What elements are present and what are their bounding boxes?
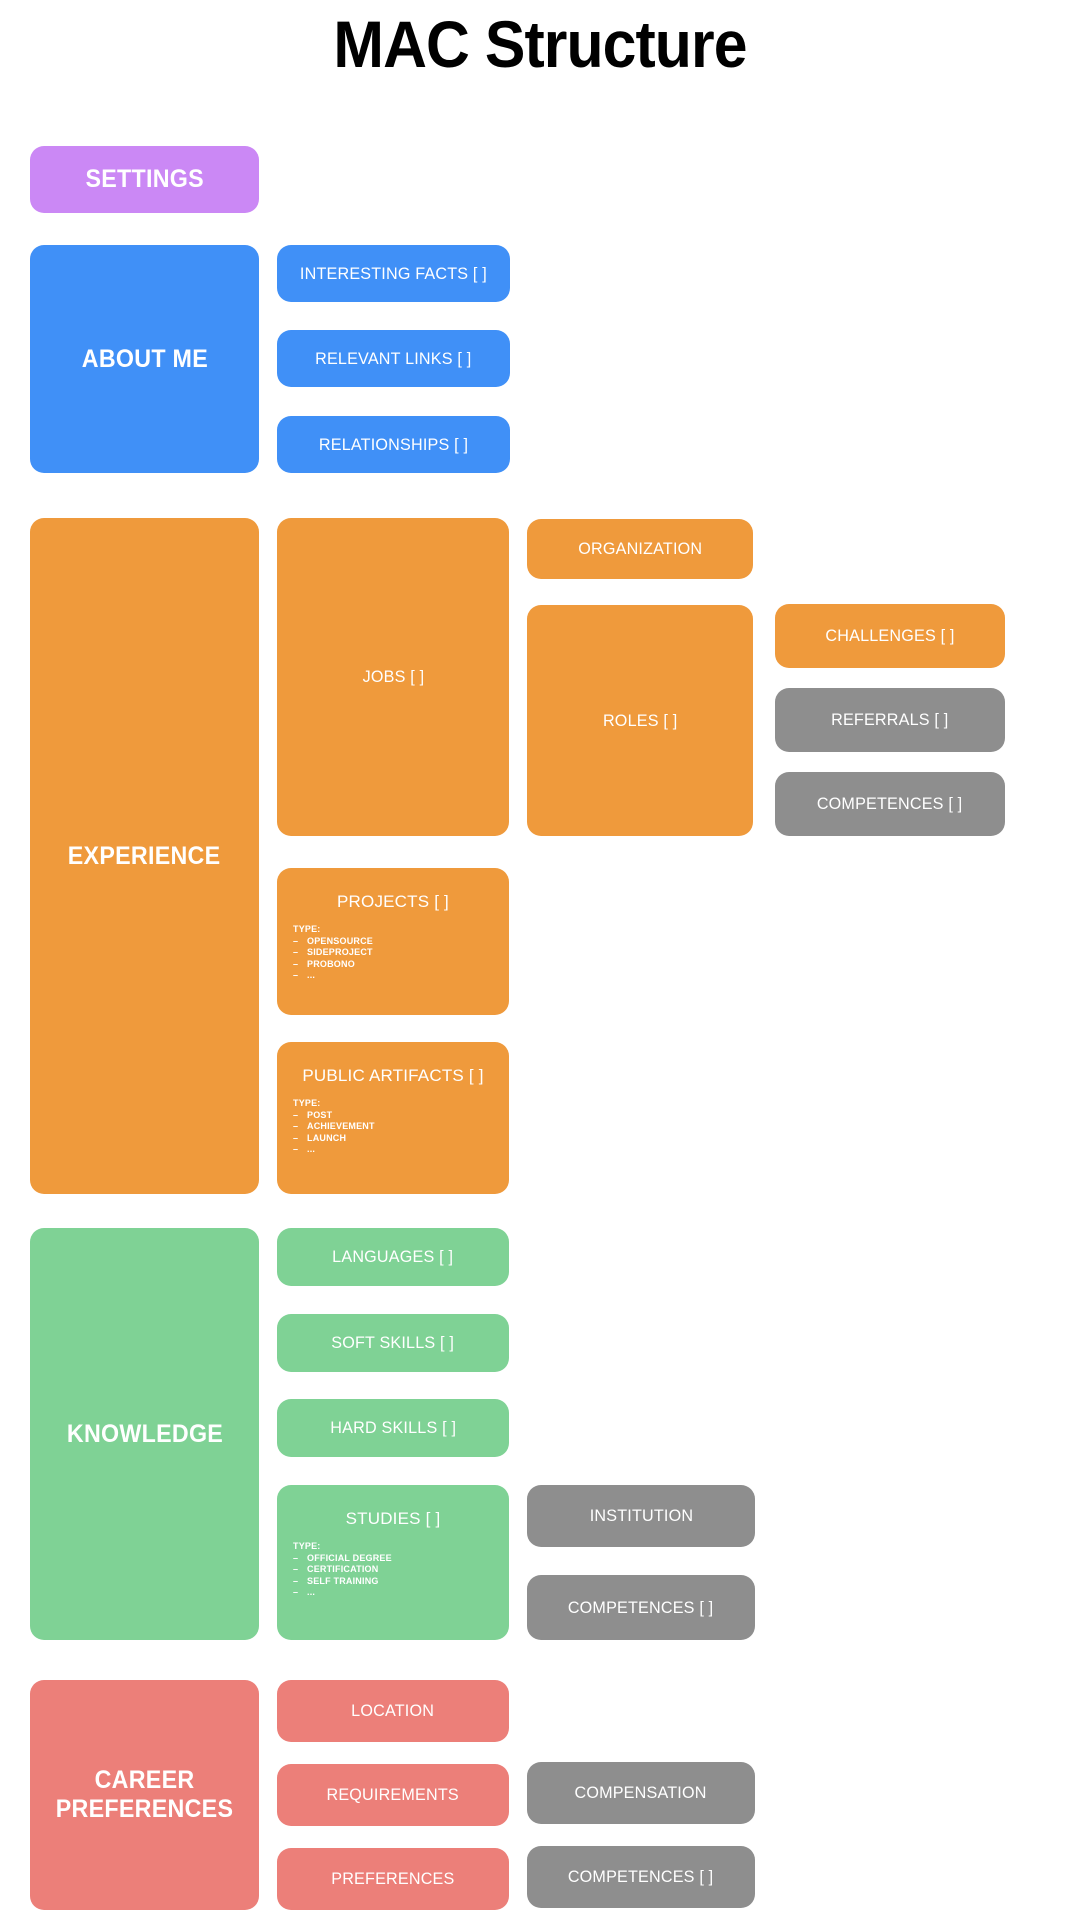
node-jobs[interactable]: JOBS [ ] (277, 518, 509, 836)
node-career-preferences[interactable]: CAREER PREFERENCES (30, 1680, 259, 1910)
node-soft-skills-label: SOFT SKILLS [ ] (331, 1333, 455, 1352)
node-interesting-facts[interactable]: INTERESTING FACTS [ ] (277, 245, 510, 302)
node-referrals[interactable]: REFERRALS [ ] (775, 688, 1005, 752)
node-studies-label: STUDIES [ ] (345, 1509, 441, 1528)
node-compensation[interactable]: COMPENSATION (527, 1762, 755, 1824)
node-competences-experience[interactable]: COMPETENCES [ ] (775, 772, 1005, 836)
type-item: –ACHIEVEMENT (293, 1121, 375, 1132)
node-organization-label: ORGANIZATION (577, 539, 703, 558)
type-item: –SIDEPROJECT (293, 947, 373, 958)
node-requirements-label: REQUIREMENTS (326, 1785, 460, 1804)
node-soft-skills[interactable]: SOFT SKILLS [ ] (277, 1314, 509, 1372)
node-relationships[interactable]: RELATIONSHIPS [ ] (277, 416, 510, 473)
node-location[interactable]: LOCATION (277, 1680, 509, 1742)
node-referrals-label: REFERRALS [ ] (831, 710, 949, 729)
page-title: MAC Structure (333, 7, 747, 81)
node-public-artifacts-label: PUBLIC ARTIFACTS [ ] (302, 1066, 484, 1085)
node-competences-knowledge-label: COMPETENCES [ ] (568, 1597, 714, 1617)
type-item: –OPENSOURCE (293, 935, 374, 946)
node-interesting-facts-label: INTERESTING FACTS [ ] (299, 263, 488, 283)
node-relationships-label: RELATIONSHIPS [ ] (318, 434, 469, 454)
type-item: –OFFICIAL DEGREE (293, 1552, 392, 1563)
node-preferences[interactable]: PREFERENCES (277, 1848, 509, 1910)
node-organization[interactable]: ORGANIZATION (527, 519, 753, 579)
node-roles[interactable]: ROLES [ ] (527, 605, 753, 836)
node-challenges[interactable]: CHALLENGES [ ] (775, 604, 1005, 668)
node-jobs-label: JOBS [ ] (362, 667, 424, 686)
node-roles-label: ROLES [ ] (602, 710, 678, 730)
type-item: –LAUNCH (293, 1132, 347, 1143)
node-competences-career-label: COMPETENCES [ ] (568, 1867, 714, 1886)
type-heading: TYPE: (293, 924, 321, 934)
node-challenges-label: CHALLENGES [ ] (825, 626, 955, 645)
node-experience[interactable]: EXPERIENCE (30, 518, 259, 1194)
type-item: –... (293, 1587, 316, 1598)
type-heading: TYPE: (293, 1541, 321, 1551)
node-competences-experience-label: COMPETENCES [ ] (817, 794, 963, 813)
node-projects-label: PROJECTS [ ] (337, 892, 449, 911)
node-about-me[interactable]: ABOUT ME (30, 245, 259, 473)
node-studies[interactable]: STUDIES [ ] TYPE: –OFFICIAL DEGREE –CERT… (277, 1485, 509, 1640)
node-languages[interactable]: LANGUAGES [ ] (277, 1228, 509, 1286)
type-heading: TYPE: (293, 1098, 321, 1108)
node-knowledge[interactable]: KNOWLEDGE (30, 1228, 259, 1640)
node-competences-career[interactable]: COMPETENCES [ ] (527, 1846, 755, 1908)
node-languages-label: LANGUAGES [ ] (332, 1247, 454, 1266)
node-compensation-label: COMPENSATION (574, 1783, 708, 1802)
node-studies-type-list: TYPE: –OFFICIAL DEGREE –CERTIFICATION –S… (293, 1541, 392, 1599)
type-item: –... (293, 970, 316, 981)
type-item: –PROBONO (293, 958, 355, 969)
node-career-preferences-label: CAREER PREFERENCES (55, 1766, 234, 1823)
node-hard-skills-label: HARD SKILLS [ ] (330, 1418, 456, 1437)
node-location-label: LOCATION (351, 1701, 435, 1720)
type-item: –SELF TRAINING (293, 1575, 379, 1586)
type-item: –CERTIFICATION (293, 1564, 379, 1575)
node-institution[interactable]: INSTITUTION (527, 1485, 755, 1547)
node-relevant-links-label: RELEVANT LINKS [ ] (315, 348, 472, 368)
type-item: –... (293, 1144, 316, 1155)
node-hard-skills[interactable]: HARD SKILLS [ ] (277, 1399, 509, 1457)
node-relevant-links[interactable]: RELEVANT LINKS [ ] (277, 330, 510, 387)
node-knowledge-label: KNOWLEDGE (66, 1419, 223, 1448)
node-institution-label: INSTITUTION (589, 1506, 693, 1525)
node-preferences-label: PREFERENCES (331, 1869, 455, 1888)
node-requirements[interactable]: REQUIREMENTS (277, 1764, 509, 1826)
node-public-artifacts[interactable]: PUBLIC ARTIFACTS [ ] TYPE: –POST –ACHIEV… (277, 1042, 509, 1194)
type-item: –POST (293, 1109, 333, 1120)
node-competences-knowledge[interactable]: COMPETENCES [ ] (527, 1575, 755, 1640)
node-settings[interactable]: SETTINGS (30, 146, 259, 213)
node-projects-type-list: TYPE: –OPENSOURCE –SIDEPROJECT –PROBONO … (293, 924, 373, 982)
node-about-me-label: ABOUT ME (81, 344, 208, 373)
node-experience-label: EXPERIENCE (68, 841, 221, 870)
node-public-artifacts-type-list: TYPE: –POST –ACHIEVEMENT –LAUNCH –... (293, 1098, 375, 1156)
node-settings-label: SETTINGS (85, 165, 204, 194)
node-projects[interactable]: PROJECTS [ ] TYPE: –OPENSOURCE –SIDEPROJ… (277, 868, 509, 1015)
